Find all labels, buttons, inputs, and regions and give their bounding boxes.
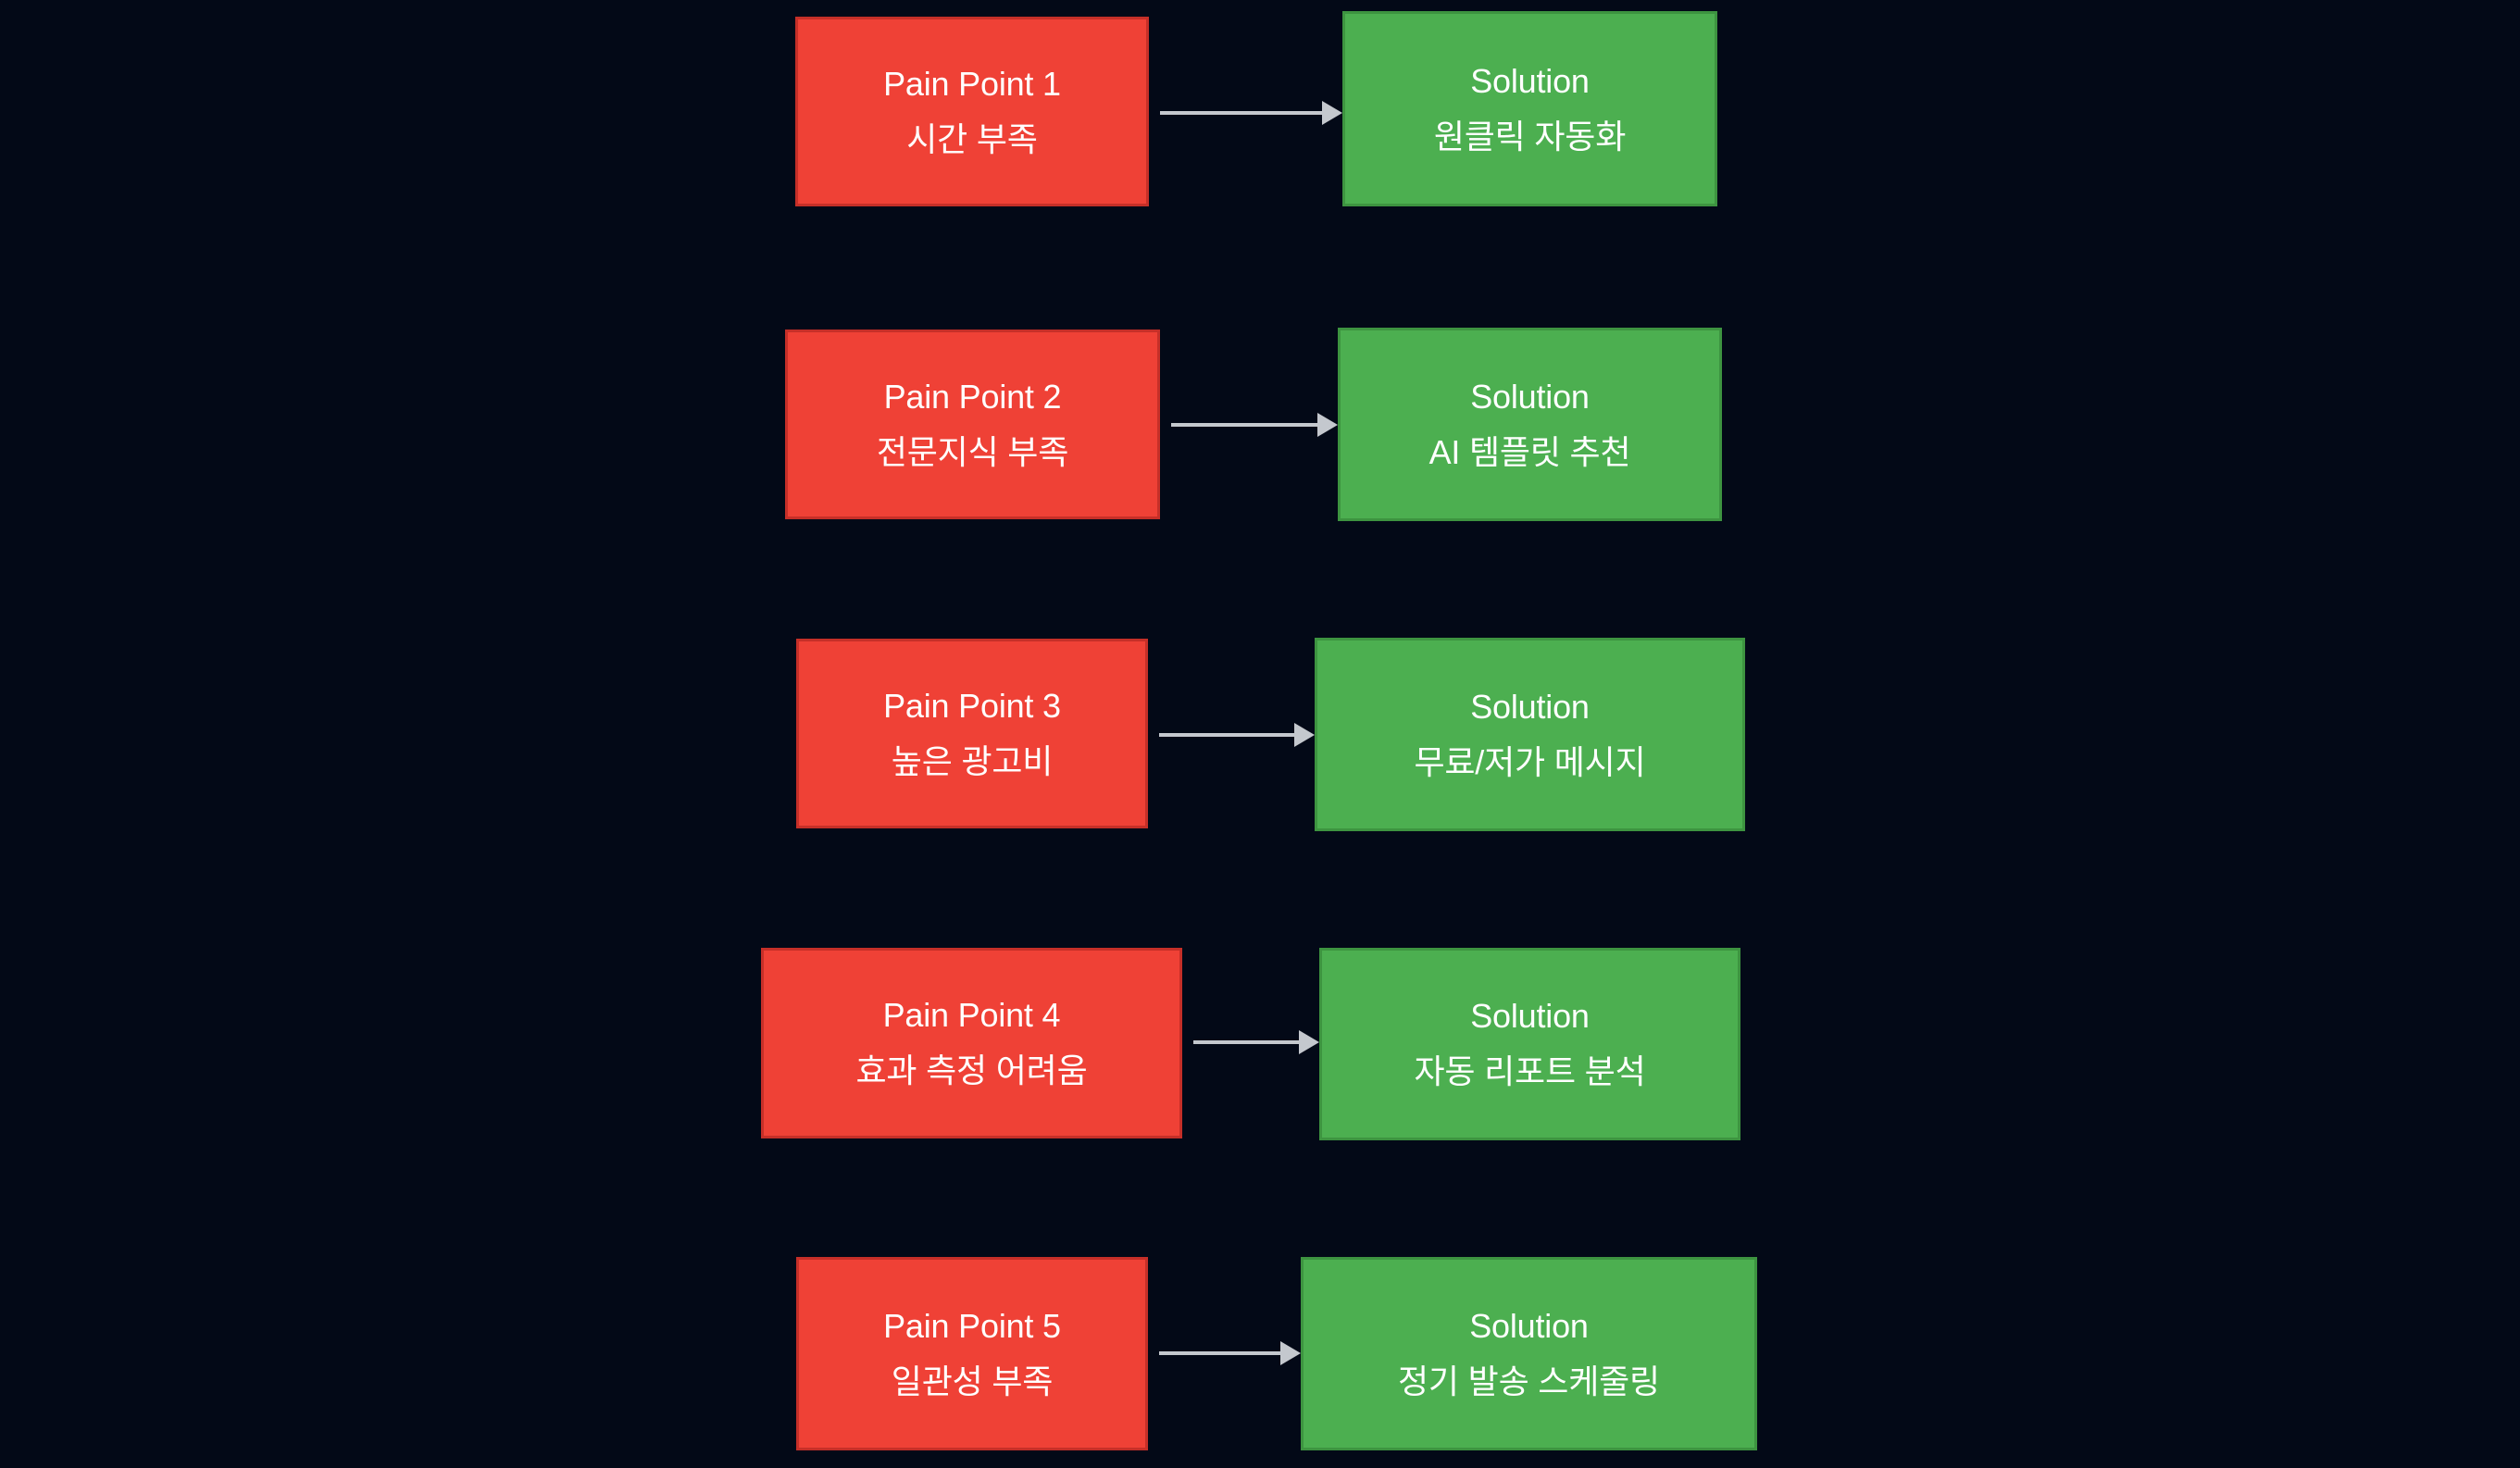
solution-node-2[interactable]: Solution AI 템플릿 추천 xyxy=(1338,328,1722,521)
pain-point-node-5[interactable]: Pain Point 5 일관성 부족 xyxy=(796,1257,1148,1450)
solution-node-1[interactable]: Solution 원클릭 자동화 xyxy=(1342,11,1717,206)
pain-point-label-1: Pain Point 1 xyxy=(883,64,1061,103)
solution-detail-4: 자동 리포트 분석 xyxy=(1414,1052,1646,1090)
solution-label-3: Solution xyxy=(1470,687,1590,726)
solution-label-1: Solution xyxy=(1470,61,1590,100)
pain-point-node-2[interactable]: Pain Point 2 전문지식 부족 xyxy=(785,330,1160,519)
pain-point-label-2: Pain Point 2 xyxy=(883,377,1062,416)
solution-detail-2: AI 템플릿 추천 xyxy=(1428,432,1631,471)
pain-point-detail-3: 높은 광고비 xyxy=(891,741,1054,780)
solution-label-2: Solution xyxy=(1470,377,1590,416)
solution-label-4: Solution xyxy=(1470,997,1590,1036)
solution-node-3[interactable]: Solution 무료/저가 메시지 xyxy=(1315,638,1745,831)
pain-point-label-3: Pain Point 3 xyxy=(883,686,1061,725)
solution-detail-5: 정기 발송 스케줄링 xyxy=(1398,1362,1660,1400)
pain-point-node-3[interactable]: Pain Point 3 높은 광고비 xyxy=(796,639,1148,828)
solution-label-5: Solution xyxy=(1469,1306,1589,1345)
pain-point-detail-2: 전문지식 부족 xyxy=(876,432,1069,471)
pain-point-detail-5: 일관성 부족 xyxy=(891,1362,1054,1400)
solution-node-5[interactable]: Solution 정기 발송 스케줄링 xyxy=(1301,1257,1757,1450)
pain-point-label-5: Pain Point 5 xyxy=(883,1306,1061,1345)
solution-detail-3: 무료/저가 메시지 xyxy=(1414,742,1646,781)
pain-point-node-1[interactable]: Pain Point 1 시간 부족 xyxy=(795,17,1149,206)
solution-node-4[interactable]: Solution 자동 리포트 분석 xyxy=(1319,948,1740,1140)
pain-point-label-4: Pain Point 4 xyxy=(882,996,1061,1035)
pain-point-detail-4: 효과 측정 어려움 xyxy=(855,1051,1088,1089)
pain-point-node-4[interactable]: Pain Point 4 효과 측정 어려움 xyxy=(761,948,1182,1138)
pain-point-detail-1: 시간 부족 xyxy=(906,119,1038,158)
solution-detail-1: 원클릭 자동화 xyxy=(1433,117,1627,156)
